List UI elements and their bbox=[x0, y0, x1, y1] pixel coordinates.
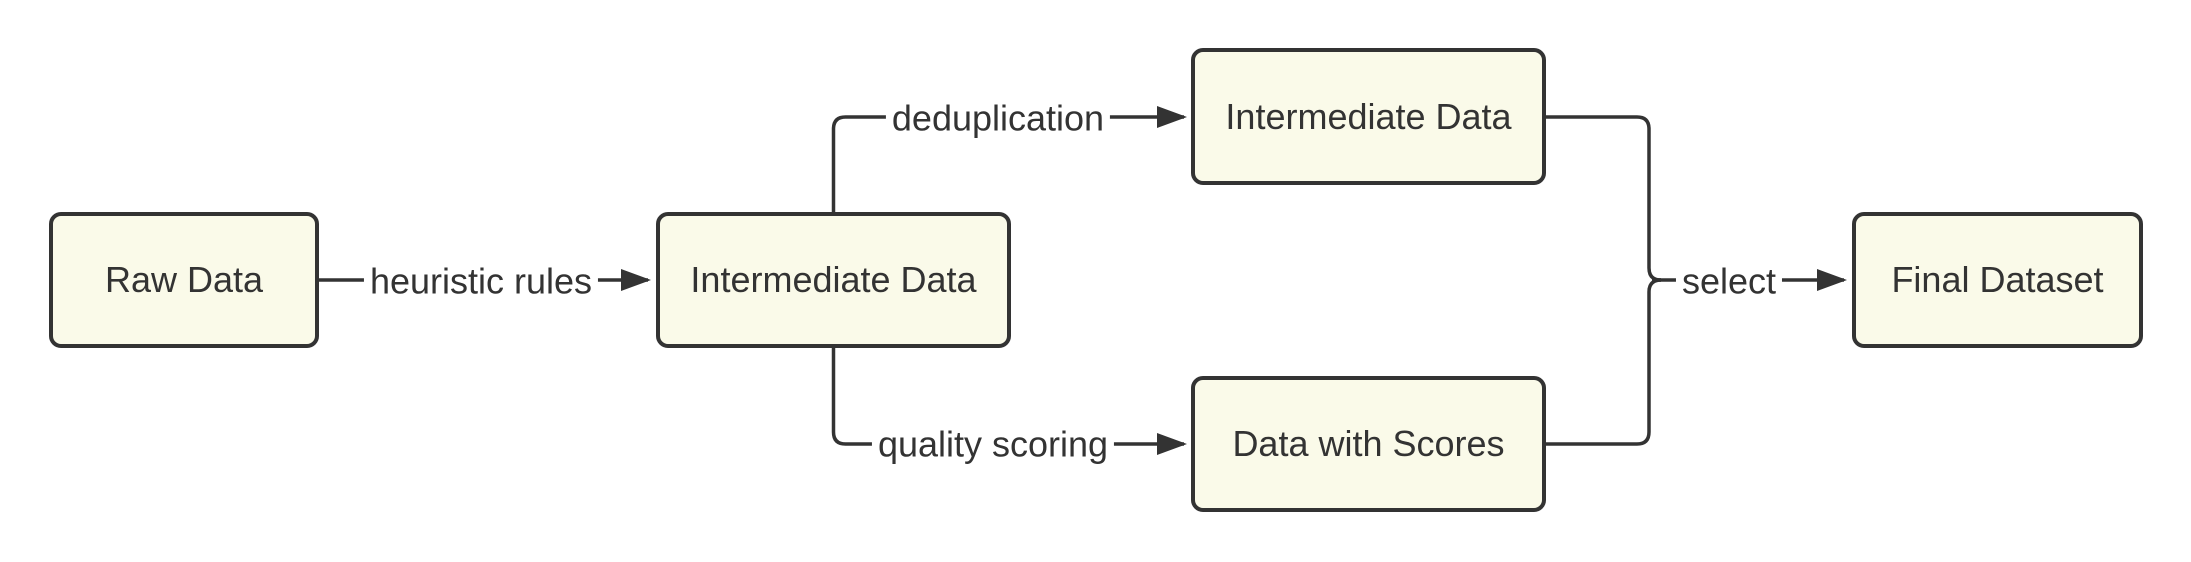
edge-scores-to-merge-line bbox=[1546, 278, 1662, 446]
node-data-with-scores-label: Data with Scores bbox=[1232, 423, 1505, 464]
node-final-dataset: Final Dataset bbox=[1852, 212, 2143, 348]
node-raw-data-label: Raw Data bbox=[104, 259, 264, 300]
edge-label-select: select bbox=[1675, 260, 1783, 302]
node-intermediate-data-mid-label: Intermediate Data bbox=[690, 259, 977, 300]
edge-label-quality-scoring: quality scoring bbox=[871, 423, 1115, 465]
node-raw-data: Raw Data bbox=[49, 212, 319, 348]
edge-intermediate-to-scores-line bbox=[831, 348, 1187, 455]
node-intermediate-data-mid: Intermediate Data bbox=[656, 212, 1011, 348]
node-intermediate-data-top: Intermediate Data bbox=[1191, 48, 1546, 185]
node-intermediate-data-top-label: Intermediate Data bbox=[1225, 95, 1512, 137]
edge-intermediate-to-top-line bbox=[831, 106, 1187, 212]
edge-label-heuristic-rules: heuristic rules bbox=[363, 260, 599, 302]
edge-label-deduplication: deduplication bbox=[885, 97, 1111, 139]
node-final-dataset-label: Final Dataset bbox=[1891, 259, 2104, 300]
node-data-with-scores: Data with Scores bbox=[1191, 376, 1546, 512]
edge-top-to-merge-line bbox=[1546, 115, 1662, 282]
